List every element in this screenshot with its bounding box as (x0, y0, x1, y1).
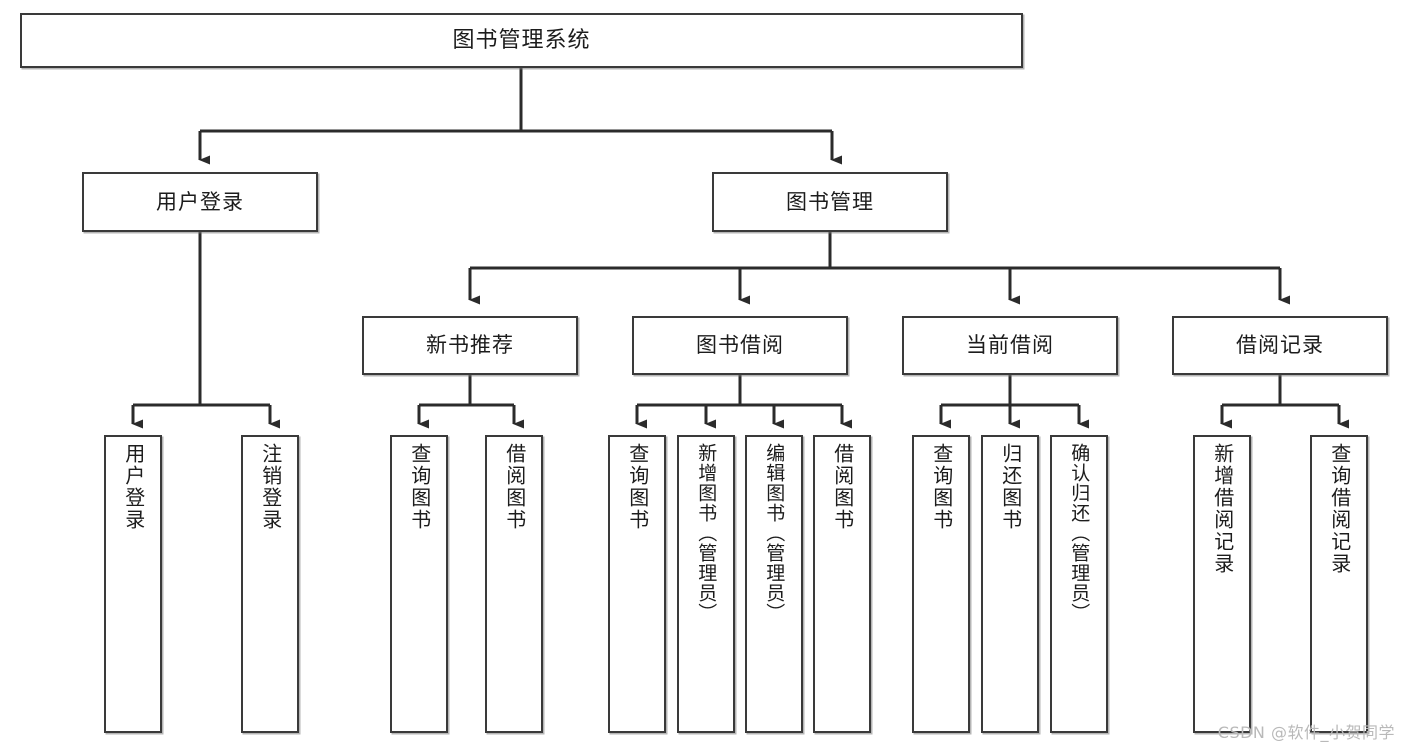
leaf-edit-book[interactable]: 编辑图书（管理员） (745, 435, 803, 733)
node-label: 图书管理 (786, 189, 874, 214)
leaf-return-book[interactable]: 归还图书 (981, 435, 1039, 733)
node-new-book-recommend[interactable]: 新书推荐 (362, 316, 578, 375)
node-borrow-record[interactable]: 借阅记录 (1172, 316, 1388, 375)
leaf-query-record[interactable]: 查询借阅记录 (1310, 435, 1368, 733)
node-label: 查询图书 (929, 443, 954, 531)
node-label: 查询图书 (625, 443, 650, 531)
node-label: 借阅图书 (502, 443, 527, 531)
leaf-query-book-3[interactable]: 查询图书 (912, 435, 970, 733)
node-current-borrow[interactable]: 当前借阅 (902, 316, 1118, 375)
node-label: 注销登录 (258, 443, 283, 531)
leaf-borrow-book-2[interactable]: 借阅图书 (813, 435, 871, 733)
node-label: 新增图书（管理员） (695, 443, 718, 623)
node-label: 编辑图书（管理员） (763, 443, 786, 623)
node-label: 图书借阅 (696, 333, 784, 358)
leaf-borrow-book-1[interactable]: 借阅图书 (485, 435, 543, 733)
node-label: 新书推荐 (426, 333, 514, 358)
leaf-add-book[interactable]: 新增图书（管理员） (677, 435, 735, 733)
node-label: 用户登录 (156, 189, 244, 214)
node-label: 当前借阅 (966, 333, 1054, 358)
node-root-system[interactable]: 图书管理系统 (20, 13, 1023, 68)
node-label: 用户登录 (121, 443, 146, 531)
node-label: 查询图书 (407, 443, 432, 531)
leaf-confirm-return[interactable]: 确认归还（管理员） (1050, 435, 1108, 733)
node-book-borrow[interactable]: 图书借阅 (632, 316, 848, 375)
leaf-query-book-1[interactable]: 查询图书 (390, 435, 448, 733)
leaf-add-record[interactable]: 新增借阅记录 (1193, 435, 1251, 733)
leaf-user-logout[interactable]: 注销登录 (241, 435, 299, 733)
node-label: 确认归还（管理员） (1068, 443, 1091, 623)
leaf-user-login[interactable]: 用户登录 (104, 435, 162, 733)
node-label: 借阅记录 (1236, 333, 1324, 358)
node-user-login[interactable]: 用户登录 (82, 172, 318, 232)
node-label: 新增借阅记录 (1210, 443, 1235, 575)
node-book-manage[interactable]: 图书管理 (712, 172, 948, 232)
watermark: CSDN @软件_小贺同学 (1217, 723, 1395, 742)
leaf-query-book-2[interactable]: 查询图书 (608, 435, 666, 733)
node-label: 归还图书 (998, 443, 1023, 531)
node-label: 查询借阅记录 (1327, 443, 1352, 575)
node-label: 图书管理系统 (452, 27, 591, 53)
node-label: 借阅图书 (830, 443, 855, 531)
